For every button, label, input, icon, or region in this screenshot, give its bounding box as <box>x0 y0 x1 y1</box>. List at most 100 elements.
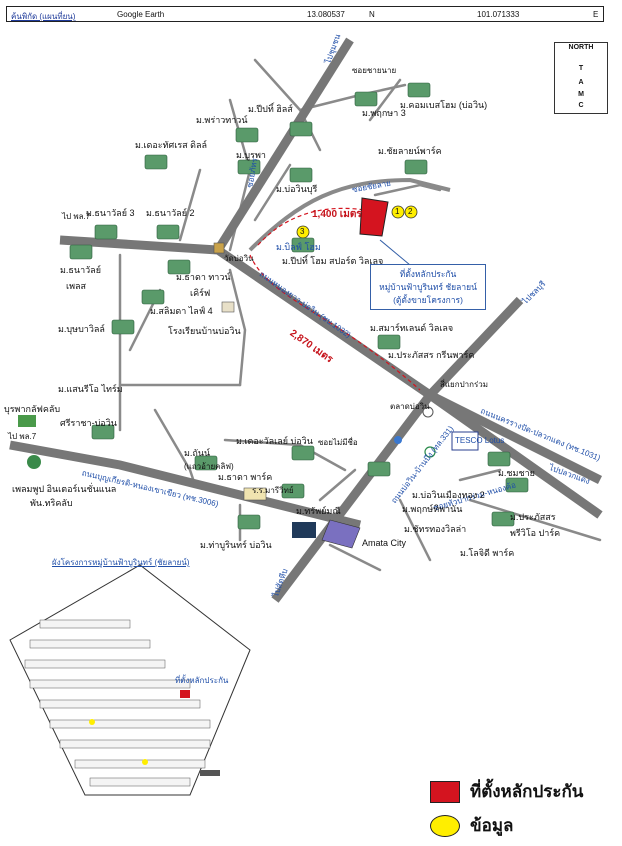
house-icon <box>491 511 515 527</box>
place-label: ม.พร่าวทาวน์ <box>196 115 248 125</box>
site-plan-inset <box>9 564 251 796</box>
place-label: ม.ชัยลายน์พาร์ค <box>378 146 442 156</box>
road-label: ซอยชายนาย <box>352 66 397 75</box>
tamc-letter: C <box>578 102 584 109</box>
place-label: ม.สลิมดา ไลฟ์ 4 <box>150 306 213 316</box>
place-label: ม.ธนาวัลย์ <box>60 265 101 275</box>
highway-marker: ไป พล.7 <box>62 212 91 221</box>
tamc-letter: M <box>578 91 584 98</box>
place-label: ม.ประภัสสร กรีนพาร์ค <box>388 350 475 360</box>
place-label: เพลมพูป อินเตอร์เนชั่นแนล <box>12 484 117 494</box>
place-label: ศรีราชา-บ่อวิน <box>60 418 117 428</box>
house-icon <box>167 259 191 275</box>
info-swatch-icon <box>430 814 460 837</box>
school-icon <box>221 301 235 313</box>
house-icon <box>291 237 315 253</box>
golf-icon <box>18 415 36 427</box>
callout-line: (ตู้ตั้งขายโครงการ) <box>393 295 463 305</box>
place-label: ม.บูรพา <box>236 150 266 160</box>
inset-building <box>200 770 220 776</box>
inset-caption: ผังโครงการหมู่บ้านฟ้าบูรินทร์ (ชัยลายน์) <box>52 558 190 567</box>
school-icon <box>243 487 267 501</box>
house-icon <box>141 289 165 305</box>
house-icon <box>289 167 313 183</box>
place-label: ม.เดอะทัศเรส ดิลล์ <box>135 140 208 150</box>
marker-number: 1 <box>395 207 400 216</box>
house-icon <box>354 91 378 107</box>
place-label: พรีวิโอ ปาร์ค <box>510 528 561 538</box>
house-icon <box>237 514 261 530</box>
place-label: ม.ธาดา พาร์ค <box>218 472 273 482</box>
highway-marker: ไป พล.7 <box>8 432 37 441</box>
park-icon <box>27 455 41 469</box>
house-icon <box>377 334 401 350</box>
legend-info: ข้อมูล <box>430 812 513 839</box>
place-label: ม.สมาร์ทเลนด์ วิลเลจ <box>370 323 454 333</box>
house-icon <box>91 424 115 440</box>
collateral-swatch-icon <box>430 780 460 803</box>
place-label: ม.ทรัพย์มณี <box>296 506 341 516</box>
road-label: สี่แยกปากร่วม <box>440 380 489 389</box>
tamc-letter: A <box>578 79 584 86</box>
road-label: ซอยไม่มีชื่อ <box>318 438 358 447</box>
house-icon <box>235 127 259 143</box>
place-label: บุรพากลัฟคลับ <box>4 404 61 414</box>
header-latitude: 13.080537 <box>307 10 345 19</box>
house-icon <box>194 455 218 471</box>
house-icon <box>291 445 315 461</box>
place-label: ม.ชัทรทองวิลล่า <box>404 524 467 534</box>
house-icon <box>404 159 428 175</box>
intersection-icon <box>422 406 434 418</box>
village-road <box>248 177 451 252</box>
header-link[interactable]: ค้นพิกัด (แผนที่ยน) <box>11 12 76 21</box>
village-icons <box>69 82 529 530</box>
minor-roads <box>118 58 602 572</box>
road-label: ตลาดบ่อวิน <box>390 402 430 411</box>
place-label: ม.แสนรีโอ ไทร์ม <box>58 384 123 394</box>
marker-number: 2 <box>408 207 413 216</box>
gas-station-icon <box>394 436 402 444</box>
place-label: ม.ชมชาย <box>498 468 535 478</box>
house-icon <box>281 483 305 499</box>
house-icon <box>156 224 180 240</box>
house-icon <box>94 224 118 240</box>
inset-collateral-marker <box>180 690 190 698</box>
house-icon <box>289 121 313 137</box>
house-icon <box>237 159 261 175</box>
place-label: ม.ประภัสสร <box>510 512 556 522</box>
place-label: ม.บุษบาวิลล์ <box>58 324 105 334</box>
house-icon <box>111 319 135 335</box>
north-label: NORTH <box>568 44 594 51</box>
place-label: ม.พฤกษา 3 <box>362 108 406 118</box>
marker-number: 3 <box>300 227 305 236</box>
info-marker-1 <box>391 205 405 219</box>
inset-info-marker <box>89 719 95 725</box>
house-icon <box>407 82 431 98</box>
place-label: เพลส <box>66 281 87 291</box>
place-label: ม.บ่อวินบุรี <box>276 184 318 194</box>
north-arrow: NORTH T A M C <box>554 42 608 114</box>
header-longitude: 101.071333 <box>477 10 520 19</box>
place-label: ม.ถันน์ <box>184 448 211 458</box>
place-label: ม.คอมเบสโฮม (บ่อวิน) <box>400 100 488 110</box>
place-label: ม.บ่อวินเมืองทอง 2 <box>412 490 485 500</box>
place-label: ม.ปีปทิ์ โฮม สปอร์ต วิลเลจ <box>282 256 384 266</box>
amata-city-icon <box>321 519 361 549</box>
house-icon <box>487 451 511 467</box>
place-label: วัดบ่อวิน <box>224 254 254 263</box>
place-label: (แถวอ้ายคลิฟ) <box>184 462 234 471</box>
coordinate-header: ค้นพิกัด (แผนที่ยน) Google Earth 13.0805… <box>6 6 604 22</box>
place-label: ม.เดอะวัลเลย์ บ่อวิน <box>236 436 313 446</box>
house-icon <box>367 461 391 477</box>
info-marker-2 <box>404 205 418 219</box>
inset-tag: ที่ตั้งหลักประกัน <box>175 676 229 685</box>
place-label: พัน.ทริคลับ <box>30 498 73 508</box>
building-icon <box>292 522 316 538</box>
place-label: ม.ธาดา ทาวน์ <box>176 272 231 282</box>
house-icon <box>505 477 529 493</box>
place-label: ม.ปีปทิ์ ฮิลส์ <box>248 104 293 114</box>
temple-icon <box>213 242 225 254</box>
legend-info-label: ข้อมูล <box>470 816 514 835</box>
place-label: Amata City <box>362 538 407 548</box>
